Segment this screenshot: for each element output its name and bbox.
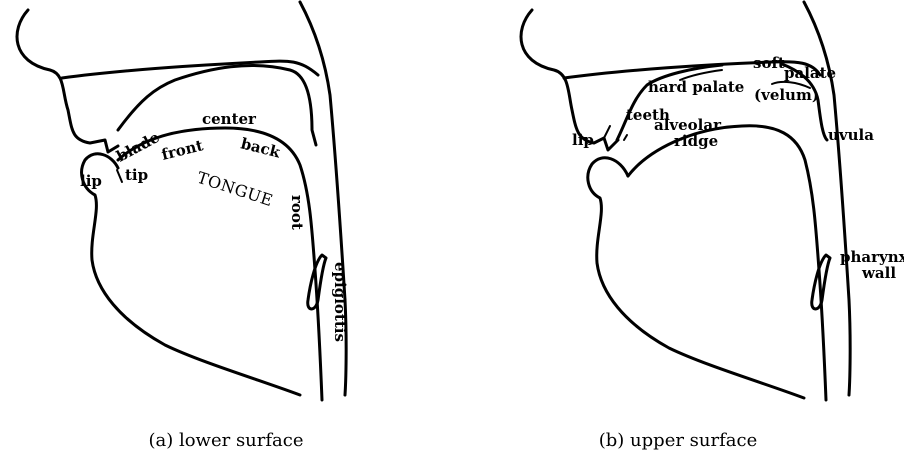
upper-face-outline bbox=[521, 10, 618, 150]
label-tip: tip bbox=[125, 166, 148, 184]
label-lip: lip bbox=[80, 172, 102, 190]
vocal-tract-diagram-upper: soft palate (velum) hard palate teeth al… bbox=[452, 0, 904, 420]
pointer-teeth bbox=[604, 126, 610, 138]
label-soft: soft bbox=[753, 54, 785, 72]
label-palate: palate bbox=[784, 64, 836, 82]
caption-a: (a) lower surface bbox=[0, 430, 452, 451]
panel-lower-surface: lip blade tip center front back TONGUE r… bbox=[0, 0, 452, 465]
label-center: center bbox=[202, 110, 257, 128]
label-uvula: uvula bbox=[828, 126, 874, 144]
upper-face-outline bbox=[17, 10, 118, 152]
label-ridge: ridge bbox=[674, 132, 718, 150]
label-wall: wall bbox=[861, 264, 896, 282]
lip-tip-divider bbox=[117, 170, 122, 182]
panel-upper-surface: soft palate (velum) hard palate teeth al… bbox=[452, 0, 904, 465]
label-hard-palate: hard palate bbox=[648, 78, 744, 96]
label-lip: lip bbox=[572, 131, 594, 149]
label-root: root bbox=[288, 195, 306, 230]
tongue-outline bbox=[628, 126, 826, 400]
tongue-outline bbox=[118, 128, 322, 400]
label-epiglottis: epiglottis bbox=[331, 262, 349, 342]
label-velum: (velum) bbox=[754, 86, 819, 104]
label-tongue: TONGUE bbox=[195, 168, 276, 210]
lower-lip-chin bbox=[588, 158, 804, 398]
label-blade: blade bbox=[113, 128, 162, 165]
label-front: front bbox=[160, 136, 205, 164]
pointer-alveolar bbox=[624, 135, 627, 140]
vocal-tract-diagram-lower: lip blade tip center front back TONGUE r… bbox=[0, 0, 452, 420]
caption-b: (b) upper surface bbox=[452, 430, 904, 451]
